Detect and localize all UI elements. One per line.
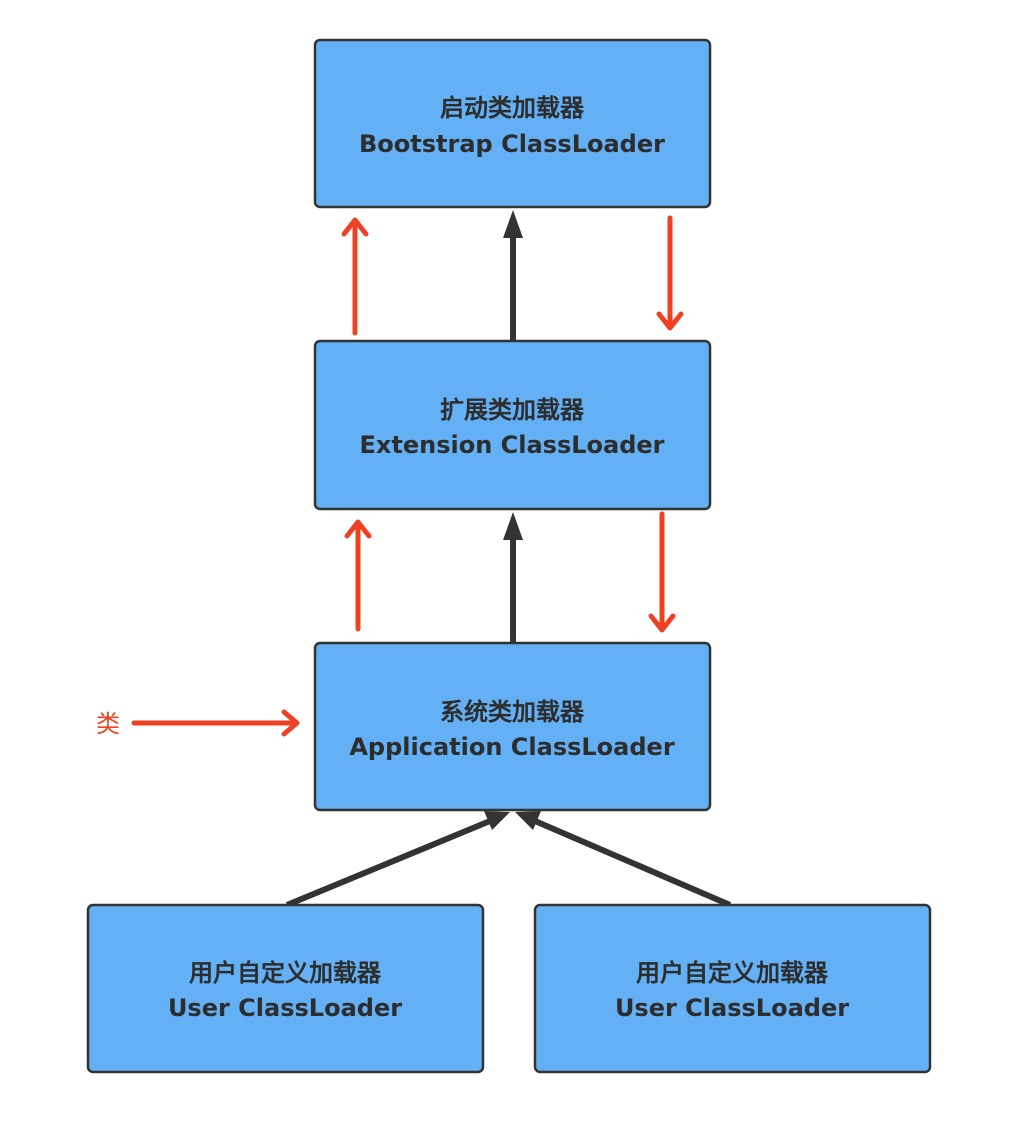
red-arrow-down-extension-to-application bbox=[648, 511, 676, 633]
input-class-label: 类 bbox=[96, 710, 120, 738]
node-extension-en: Extension ClassLoader bbox=[359, 431, 664, 459]
node-bootstrap-cn: 启动类加载器 bbox=[440, 94, 585, 122]
node-user1-cn: 用户自定义加载器 bbox=[189, 959, 382, 987]
node-extension: 扩展类加载器 Extension ClassLoader bbox=[313, 339, 712, 511]
node-bootstrap: 启动类加载器 Bootstrap ClassLoader bbox=[313, 38, 712, 209]
node-user2-en: User ClassLoader bbox=[615, 994, 849, 1022]
node-extension-cn: 扩展类加载器 bbox=[440, 396, 585, 424]
red-arrow-up-application-to-extension bbox=[344, 519, 372, 632]
node-user2-cn: 用户自定义加载器 bbox=[636, 959, 829, 987]
delegation-arrow-extension-to-bootstrap bbox=[503, 210, 523, 341]
red-arrow-up-extension-to-bootstrap bbox=[341, 217, 369, 336]
node-user1-en: User ClassLoader bbox=[168, 994, 402, 1022]
red-arrow-input-to-application bbox=[131, 709, 300, 737]
delegation-arrow-user2-to-application bbox=[515, 811, 732, 908]
node-user1: 用户自定义加载器 User ClassLoader bbox=[86, 903, 485, 1074]
node-application-en: Application ClassLoader bbox=[349, 733, 674, 761]
node-bootstrap-en: Bootstrap ClassLoader bbox=[359, 130, 665, 158]
node-user2: 用户自定义加载器 User ClassLoader bbox=[533, 903, 932, 1074]
red-arrow-down-bootstrap-to-extension bbox=[656, 215, 684, 331]
delegation-arrow-user1-to-application bbox=[285, 811, 510, 908]
node-application-cn: 系统类加载器 bbox=[440, 698, 585, 726]
node-application: 系统类加载器 Application ClassLoader bbox=[313, 641, 712, 812]
delegation-arrow-application-to-extension bbox=[503, 512, 523, 643]
